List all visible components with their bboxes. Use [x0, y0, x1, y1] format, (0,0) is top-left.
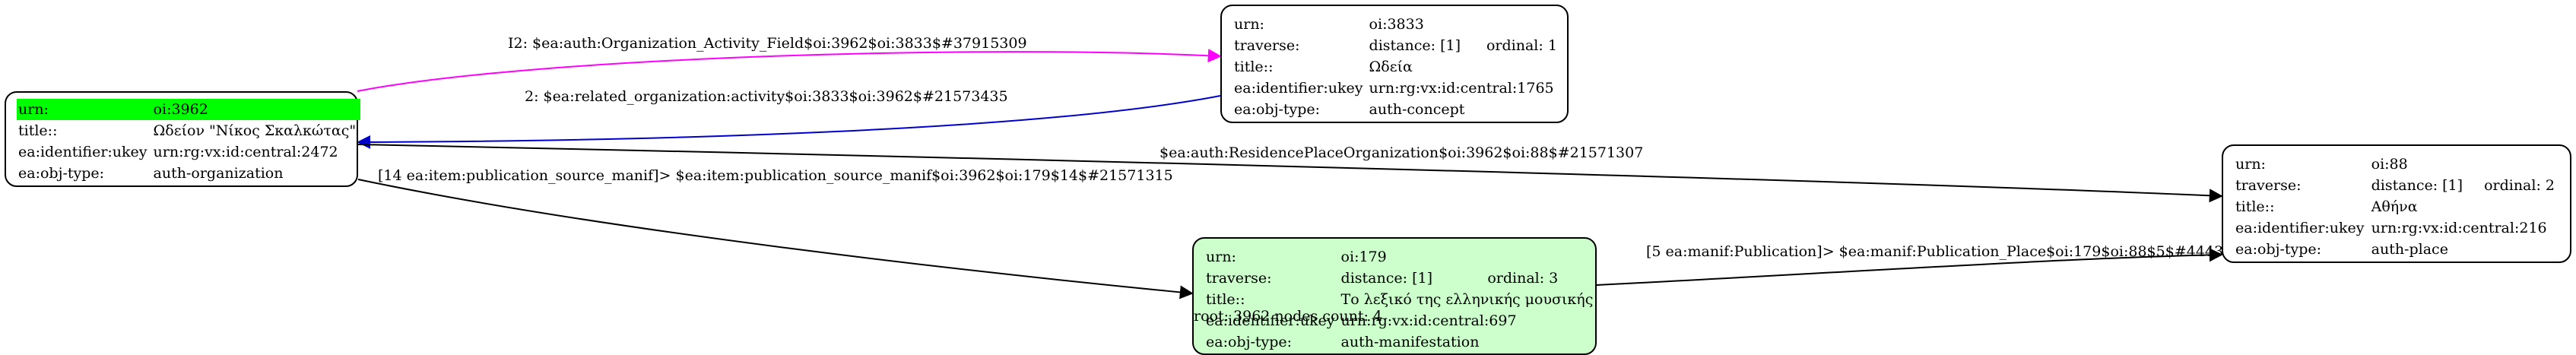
row-value: distance: [1] [1369, 37, 1461, 54]
row-extra [1465, 56, 1562, 78]
edge-179-to-88 [1596, 248, 2223, 286]
node-row-identifier: ea:identifier:ukey urn:rg:vx:id:central:… [1204, 310, 1597, 331]
row-value: Ωδείον "Νίκος Σκαλκώτας" [153, 122, 357, 139]
row-value: auth-place [2371, 241, 2448, 258]
row-value: urn:rg:vx:id:central:2472 [153, 144, 338, 160]
row-value: urn:rg:vx:id:central:1765 [1369, 80, 1554, 97]
row-key: title:: [18, 122, 58, 139]
node-row-traverse: traverse: distance: [1] ordinal: 3 [1204, 268, 1597, 289]
node-row-traverse: traverse: distance: [1] ordinal: 2 [2234, 175, 2559, 196]
row-extra [1477, 246, 1597, 268]
row-key: title:: [1234, 59, 1274, 75]
node-row-obj-type: ea:obj-type: auth-concept [1232, 99, 1562, 120]
node-row-urn: urn: oi:3833 [1232, 14, 1562, 35]
row-key: title:: [1206, 291, 1245, 308]
row-value: oi:88 [2371, 156, 2408, 173]
edge-label-publication-place: [5 ea:manif:Publication]> $ea:manif:Publ… [1646, 243, 2233, 260]
row-key: ea:identifier:ukey [18, 144, 148, 160]
row-value: urn:rg:vx:id:central:216 [2371, 220, 2547, 236]
row-key: ea:obj-type: [18, 165, 105, 182]
node-row-urn: urn: oi:179 [1204, 246, 1597, 268]
row-extra [1465, 14, 1562, 35]
node-row-identifier: ea:identifier:ukey urn:rg:vx:id:central:… [2234, 217, 2559, 239]
node-oi-3962[interactable]: urn: oi:3962 title:: Ωδείον "Νίκος Σκαλκ… [5, 91, 361, 187]
edge-label-residence-place: $ea:auth:ResidencePlaceOrganization$oi:3… [1160, 144, 1644, 161]
row-key: ea:identifier:ukey [1234, 80, 1363, 97]
row-value: auth-manifestation [1340, 334, 1480, 350]
row-key: traverse: [1206, 270, 1272, 287]
node-oi-179[interactable]: urn: oi:179 traverse: distance: [1] ordi… [1192, 237, 1597, 355]
row-key: urn: [1234, 16, 1264, 33]
edge-3833-to-3962 [357, 95, 1221, 149]
node-row-title: title:: Αθήνα [2234, 196, 2559, 217]
row-key: ea:obj-type: [1206, 334, 1293, 350]
node-row-title: title:: Ωδείον "Νίκος Σκαλκώτας" [17, 120, 360, 141]
edge-3962-to-88 [357, 144, 2223, 203]
row-key: title:: [2235, 198, 2275, 215]
node-oi-88[interactable]: urn: oi:88 traverse: distance: [1] ordin… [2222, 144, 2571, 263]
node-row-urn: urn: oi:88 [2234, 154, 2559, 175]
edge-3962-to-3833 [357, 49, 1222, 92]
row-key: ea:identifier:ukey [2235, 220, 2365, 236]
row-key: urn: [1206, 249, 1236, 265]
node-oi-3833[interactable]: urn: oi:3833 traverse: distance: [1] ord… [1220, 5, 1569, 123]
node-row-title: title:: Ωδεία [1232, 56, 1562, 78]
edge-label-org-activity-field: I2: $ea:auth:Organization_Activity_Field… [508, 35, 1027, 52]
node-row-identifier: ea:identifier:ukey urn:rg:vx:id:central:… [17, 141, 360, 163]
node-row-obj-type: ea:obj-type: auth-place [2234, 239, 2559, 260]
row-value: Ωδεία [1369, 59, 1413, 75]
node-row-title: title:: Το λεξικό της ελληνικής μουσικής [1204, 289, 1597, 310]
edges-layer [357, 49, 2223, 300]
row-ordinal: ordinal: 1 [1486, 37, 1557, 54]
edge-label-related-organization: 2: $ea:related_organization:activity$oi:… [525, 88, 1008, 105]
node-row-obj-type: ea:obj-type: auth-organization [17, 163, 360, 184]
row-ordinal: ordinal: 3 [1487, 270, 1559, 287]
row-key: ea:obj-type: [1234, 101, 1321, 118]
row-value: auth-organization [153, 165, 284, 182]
row-extra [2467, 154, 2559, 175]
node-row-obj-type: ea:obj-type: auth-manifestation [1204, 331, 1597, 353]
row-key: traverse: [1234, 37, 1300, 54]
row-value: oi:3833 [1369, 16, 1424, 33]
row-key: traverse: [2235, 177, 2302, 194]
row-value: Αθήνα [2371, 198, 2418, 215]
row-ordinal: ordinal: 2 [2484, 177, 2555, 194]
node-row-traverse: traverse: distance: [1] ordinal: 1 [1232, 35, 1562, 56]
row-key: urn: [17, 99, 152, 120]
row-value: distance: [1] [1340, 270, 1432, 287]
edge-label-publication-source: [14 ea:item:publication_source_manif]> $… [378, 167, 1173, 184]
row-key: ea:obj-type: [2235, 241, 2322, 258]
row-value: auth-concept [1369, 101, 1465, 118]
node-oi-88-table: urn: oi:88 traverse: distance: [1] ordin… [2234, 154, 2559, 260]
node-row-urn: urn: oi:3962 [17, 99, 361, 120]
graph-summary-caption: root: 3962 nodes count: 4 [1194, 308, 1383, 325]
row-value: Το λεξικό της ελληνικής μουσικής [1340, 291, 1594, 308]
row-value: oi:3962 [151, 99, 361, 120]
row-value: distance: [1] [2371, 177, 2463, 194]
row-key: ea:identifier:ukey [1206, 312, 1335, 329]
node-oi-3833-table: urn: oi:3833 traverse: distance: [1] ord… [1232, 14, 1562, 120]
row-value: urn:rg:vx:id:central:697 [1340, 312, 1517, 329]
node-oi-3962-table: urn: oi:3962 title:: Ωδείον "Νίκος Σκαλκ… [17, 99, 361, 184]
node-row-identifier: ea:identifier:ukey urn:rg:vx:id:central:… [1232, 78, 1562, 99]
edge-3962-to-179 [357, 179, 1194, 300]
node-oi-179-table: urn: oi:179 traverse: distance: [1] ordi… [1204, 246, 1597, 353]
row-key: urn: [2235, 156, 2266, 173]
row-value: oi:179 [1340, 249, 1387, 265]
